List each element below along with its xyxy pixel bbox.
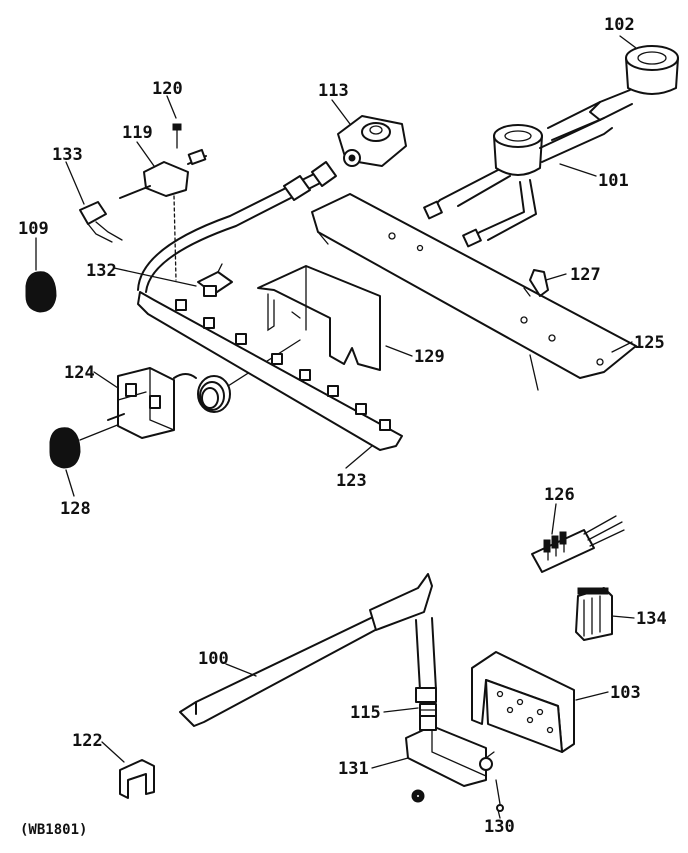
manifold-123: [137, 161, 403, 451]
knob-128: [49, 423, 121, 469]
burner-assembly-102: [547, 45, 679, 141]
label-122: 122: [72, 731, 103, 751]
label-132: 130: [484, 817, 515, 837]
switch-131: [79, 201, 123, 243]
label-103: 103: [610, 683, 641, 703]
label-124: 124: [64, 363, 95, 383]
label-130: 132: [86, 261, 117, 281]
thermostat-124: [107, 367, 197, 439]
label-119: 119: [122, 123, 153, 143]
part-labels: 102 101 113 120 119 133 109 132 124 128 …: [18, 15, 667, 838]
leader-lines: [35, 35, 637, 819]
label-126: 126: [544, 485, 575, 505]
label-109: 109: [18, 219, 49, 239]
burner-assembly-101: [423, 119, 613, 248]
label-128: 128: [60, 499, 91, 519]
clip-127: [523, 269, 549, 297]
knob-109: [25, 271, 57, 313]
heat-shield-129: [257, 265, 381, 371]
label-123: 123: [336, 471, 367, 491]
label-134: 134: [636, 609, 667, 629]
label-129: 129: [414, 347, 445, 367]
label-102: 102: [604, 15, 635, 35]
label-133: 131: [338, 759, 369, 779]
label-101: 101: [598, 171, 629, 191]
label-131: 133: [52, 145, 83, 165]
bracket-122: [119, 759, 155, 799]
pilot-burner-119: [119, 148, 207, 281]
valve-113: [337, 115, 407, 167]
nut: [411, 789, 425, 803]
label-115: 115: [350, 703, 381, 723]
pipe-100: [179, 573, 437, 727]
module-134: [575, 587, 613, 641]
terminal-block-126: [531, 515, 625, 573]
drawing-code: (WB1801): [20, 822, 87, 838]
bracket-125: [311, 193, 637, 391]
valve-body-133: [405, 715, 495, 787]
label-100: 100: [198, 649, 229, 669]
fitting-115: [419, 703, 437, 717]
label-113: 113: [318, 81, 349, 101]
screw-120: [172, 123, 182, 149]
screw-132: [495, 779, 504, 812]
valve-130: [197, 263, 233, 297]
label-125: 125: [634, 333, 665, 353]
orifice-fittings: [175, 299, 391, 431]
mounting-plate-103: [471, 651, 575, 753]
label-120: 120: [152, 79, 183, 99]
label-127: 127: [570, 265, 601, 285]
